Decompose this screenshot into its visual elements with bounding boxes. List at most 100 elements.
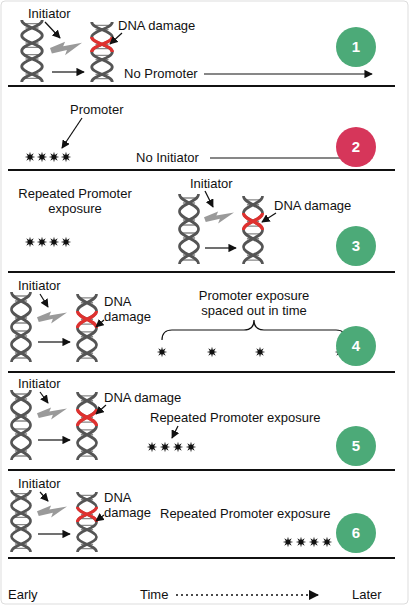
step-number: 1 — [336, 27, 376, 67]
initiator-bolt — [204, 212, 234, 224]
step-circle: 2 — [336, 127, 376, 167]
axis-label: Early — [8, 587, 38, 602]
step-circle: 6 — [336, 513, 376, 553]
axis-label: Time — [140, 587, 168, 602]
promoter-star — [207, 347, 218, 358]
annotation-label: Repeated Promoter exposure — [160, 506, 331, 521]
time-axis-arrow — [176, 594, 318, 596]
promoter-star — [25, 152, 36, 163]
circle-fill — [336, 326, 376, 366]
annotation-label: DNA damage — [104, 390, 181, 405]
annotation-label: Repeated Promoter exposure — [150, 410, 321, 425]
process-arrow — [52, 71, 84, 72]
dna-helix — [11, 490, 30, 552]
step-circle: 3 — [336, 226, 376, 266]
pointer-arrow — [40, 492, 48, 501]
step-number: 5 — [336, 426, 376, 466]
promoter-star — [309, 537, 320, 548]
damaged-helix — [77, 492, 96, 552]
circle-fill — [336, 226, 376, 266]
step-circle: 1 — [336, 27, 376, 67]
step-circle: 4 — [336, 326, 376, 366]
annotation-label: Initiator — [28, 6, 71, 21]
promoter-star — [283, 537, 294, 548]
dna-helix — [179, 194, 198, 264]
promoter-star — [49, 237, 60, 248]
circle-fill — [336, 513, 376, 553]
initiator-bolt — [37, 312, 67, 324]
promoter-star — [61, 237, 72, 248]
initiator-bolt — [37, 408, 67, 420]
annotation-label: Promoter — [70, 102, 123, 117]
initiator-bolt — [37, 506, 67, 518]
process-arrow — [205, 247, 236, 248]
promoter-star — [173, 442, 184, 453]
annotation-label: Initiator — [18, 376, 61, 391]
pointer-arrow — [96, 405, 106, 414]
step-number: 3 — [336, 226, 376, 266]
annotation-label: DNA damage — [274, 198, 351, 213]
pointer-arrow — [62, 118, 82, 148]
baseline — [8, 469, 395, 471]
promoter-star — [157, 347, 168, 358]
process-arrow — [38, 533, 70, 534]
promoter-star — [49, 152, 60, 163]
baseline — [8, 371, 395, 373]
annotation-label: Promoter exposure spaced out in time — [184, 288, 324, 318]
circle-fill — [336, 27, 376, 67]
annotation-label: Initiator — [18, 278, 61, 293]
promoter-star — [61, 152, 72, 163]
baseline — [8, 169, 395, 171]
damaged-helix — [77, 294, 96, 362]
annotation-label: No Initiator — [136, 150, 199, 165]
annotation-label: DNA damage — [104, 294, 156, 324]
damaged-helix — [92, 22, 113, 82]
step-number: 2 — [336, 127, 376, 167]
pointer-arrow — [262, 213, 276, 222]
step-number: 6 — [336, 513, 376, 553]
pointer-arrow — [172, 426, 178, 438]
initiator-bolt — [50, 42, 82, 56]
pointer-arrow — [110, 33, 122, 44]
pointer-arrow — [40, 392, 48, 403]
step-number: 4 — [336, 326, 376, 366]
pointer-arrow — [45, 22, 60, 38]
promoter-star — [25, 237, 36, 248]
annotation-label: DNA damage — [104, 490, 156, 520]
process-arrow — [38, 439, 70, 440]
dna-helix — [11, 390, 30, 460]
annotation-label: DNA damage — [118, 18, 195, 33]
damaged-helix — [77, 392, 96, 460]
baseline — [8, 271, 395, 273]
promoter-star — [186, 442, 197, 453]
pointer-arrow — [96, 515, 104, 521]
promoter-star — [37, 237, 48, 248]
annotation-label: Initiator — [18, 476, 61, 491]
annotation-label: No Promoter — [124, 66, 198, 81]
pointer-arrow — [205, 191, 213, 207]
promoter-star — [37, 152, 48, 163]
baseline — [8, 85, 395, 87]
promoter-star — [147, 442, 158, 453]
damaged-helix — [243, 196, 262, 264]
dna-helix — [22, 20, 43, 82]
pointer-arrow — [96, 320, 104, 327]
axis-label: Later — [352, 587, 382, 602]
circle-fill — [336, 426, 376, 466]
circle-fill — [336, 127, 376, 167]
promoter-star — [322, 537, 333, 548]
step-circle: 5 — [336, 426, 376, 466]
promoter-star — [296, 537, 307, 548]
annotation-label: Repeated Promoter exposure — [10, 186, 140, 216]
annotation-label: Initiator — [190, 176, 233, 191]
time-bracket — [162, 320, 346, 340]
dna-helix — [11, 292, 30, 362]
baseline — [8, 557, 395, 559]
promoter-star — [160, 442, 171, 453]
pointer-arrow — [40, 294, 48, 307]
promoter-star — [255, 347, 266, 358]
time-arrow — [204, 73, 372, 74]
process-arrow — [38, 341, 70, 342]
